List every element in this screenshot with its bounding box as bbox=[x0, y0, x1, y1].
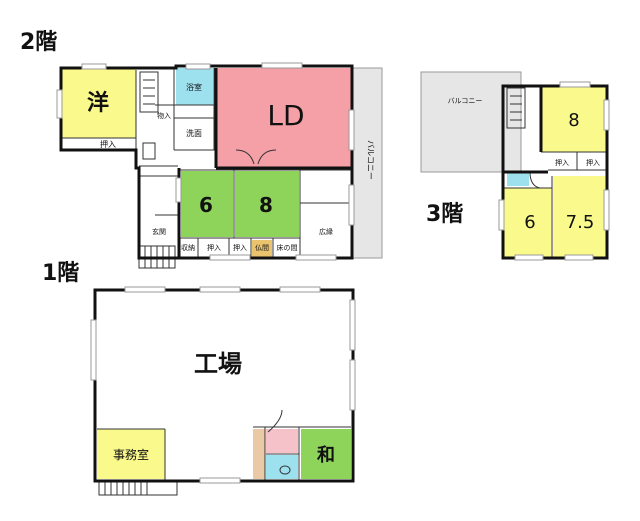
room-3f-8-fill bbox=[541, 86, 607, 152]
room-3f-bath-fill bbox=[507, 172, 529, 186]
balcony-2f-fill bbox=[351, 67, 383, 259]
room-office-label: 事務室 bbox=[113, 447, 149, 462]
floor-3-heading: 3階 bbox=[426, 202, 463, 227]
third-floor-windows bbox=[498, 81, 610, 261]
third-floor-partitions bbox=[503, 87, 607, 258]
balcony-3f-label: バルコニー bbox=[448, 97, 483, 105]
first-floor-windows bbox=[90, 286, 356, 484]
room-tokonoma-label: 床の間 bbox=[277, 243, 298, 252]
room-3f-75-fill bbox=[553, 176, 607, 258]
room-washroom-label: 洗面 bbox=[186, 128, 202, 138]
room-washitsu-label: 和 bbox=[317, 445, 335, 466]
floor-2-heading: 2階 bbox=[20, 30, 57, 55]
room-3f-oshiire-b-label: 押入 bbox=[586, 158, 600, 167]
room-oshiire-b-label: 押入 bbox=[233, 243, 247, 252]
room-washitsu-fill bbox=[301, 429, 351, 479]
room-oshiire-a-label: 押入 bbox=[207, 243, 221, 252]
room-hiroen-label: 広縁 bbox=[319, 227, 333, 236]
room-tatami8-fill bbox=[235, 171, 299, 237]
room-tatami8-label: 8 bbox=[259, 193, 273, 217]
room-factory-label: 工場 bbox=[194, 350, 242, 378]
room-western-label: 洋 bbox=[87, 90, 109, 116]
room-western-fill bbox=[61, 68, 136, 138]
room-bath-label: 浴室 bbox=[186, 82, 202, 92]
room-storage-label: 収納 bbox=[181, 243, 195, 252]
hall-1f-fill bbox=[253, 429, 265, 479]
room-3f-8-label: 8 bbox=[568, 110, 579, 131]
second-floor-windows bbox=[56, 62, 355, 261]
room-butsuma-fill bbox=[252, 240, 272, 257]
floor-1-heading: 1階 bbox=[42, 261, 79, 286]
room-butsuma-label: 仏間 bbox=[255, 244, 269, 252]
room-3f-6-fill bbox=[503, 188, 551, 258]
room-tatami6-fill bbox=[181, 171, 233, 237]
room-wc-fill bbox=[266, 429, 298, 453]
room-3f-6-label: 6 bbox=[524, 212, 535, 233]
room-entrance-label: 玄関 bbox=[152, 227, 166, 236]
room-office-fill bbox=[97, 429, 165, 479]
room-3f-75-label: 7.5 bbox=[566, 212, 595, 233]
room-closet-label: 物入 bbox=[157, 111, 171, 120]
second-floor-walls bbox=[59, 64, 354, 260]
room-ld-fill bbox=[216, 68, 352, 168]
first-floor-walls bbox=[93, 288, 355, 483]
room-bath-fill bbox=[176, 68, 213, 105]
first-floor-partitions bbox=[97, 409, 351, 496]
room-tatami6-label: 6 bbox=[199, 193, 213, 217]
balcony-2f-label: バルコニー bbox=[366, 140, 375, 180]
room-3f-oshiire-a-label: 押入 bbox=[555, 158, 569, 167]
room-oshiire-top-label: 押入 bbox=[100, 139, 116, 149]
room-ld-label: LD bbox=[267, 99, 304, 132]
